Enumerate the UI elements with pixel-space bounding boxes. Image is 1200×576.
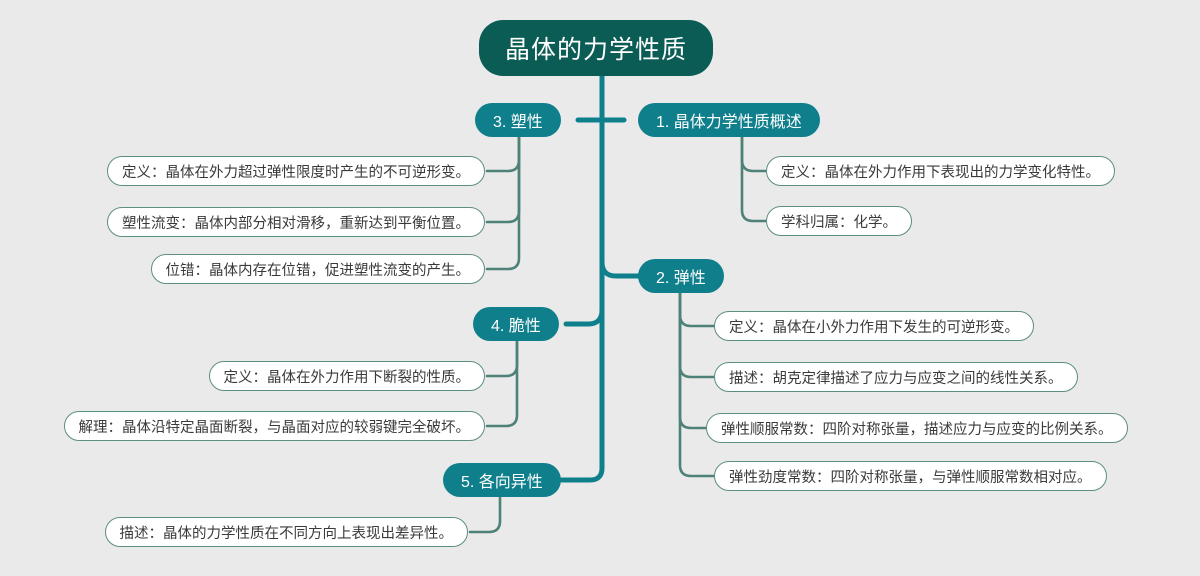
leaf-label: 位错：晶体内存在位错，促进塑性流变的产生。 (165, 262, 471, 279)
branch-node-anisotropy[interactable]: 5. 各向异性 (443, 463, 561, 497)
leaf-label: 定义：晶体在外力超过弹性限度时产生的不可逆形变。 (122, 164, 470, 181)
leaf-node-elasticity-2[interactable]: 描述：胡克定律描述了应力与应变之间的线性关系。 (714, 362, 1078, 392)
sub-elasticity-3 (678, 291, 708, 430)
sub-elasticity-2 (678, 291, 716, 379)
trunk-to-brittleness (563, 307, 605, 327)
sub-elasticity-1 (678, 291, 716, 328)
leaf-node-elasticity-1[interactable]: 定义：晶体在小外力作用下发生的可逆形变。 (714, 311, 1034, 341)
leaf-node-plasticity-1[interactable]: 定义：晶体在外力超过弹性限度时产生的不可逆形变。 (107, 156, 485, 186)
branch-label-anisotropy: 5. 各向异性 (461, 474, 543, 491)
leaf-label: 描述：晶体的力学性质在不同方向上表现出差异性。 (119, 525, 454, 542)
leaf-node-overview-2[interactable]: 学科归属：化学。 (766, 206, 912, 236)
leaf-label: 定义：晶体在小外力作用下发生的可逆形变。 (729, 319, 1019, 336)
leaf-label: 描述：胡克定律描述了应力与应变之间的线性关系。 (729, 370, 1063, 387)
leaf-label: 学科归属：化学。 (781, 214, 897, 231)
leaf-node-brittleness-1[interactable]: 定义：晶体在外力作用下断裂的性质。 (208, 361, 485, 391)
branch-node-elasticity[interactable]: 2. 弹性 (638, 259, 724, 293)
leaf-node-plasticity-2[interactable]: 塑性流变：晶体内部分相对滑移，重新达到平衡位置。 (107, 207, 485, 237)
sub-plasticity-1 (485, 135, 521, 173)
trunk-main (559, 73, 605, 483)
root-node[interactable]: 晶体的力学性质 (479, 20, 714, 76)
leaf-node-overview-1[interactable]: 定义：晶体在外力作用下表现出的力学变化特性。 (766, 156, 1115, 186)
sub-overview-1 (740, 135, 768, 173)
sub-anisotropy-1 (468, 495, 502, 534)
leaf-node-elasticity-4[interactable]: 弹性劲度常数：四阶对称张量，与弹性顺服常数相对应。 (714, 461, 1107, 491)
sub-overview-2 (740, 135, 768, 223)
branch-node-brittleness[interactable]: 4. 脆性 (473, 307, 559, 341)
sub-plasticity-2 (485, 135, 521, 224)
branch-label-elasticity: 2. 弹性 (656, 270, 706, 287)
leaf-label: 解理：晶体沿特定晶面断裂，与晶面对应的较弱键完全破坏。 (78, 419, 471, 436)
leaf-label: 弹性顺服常数：四阶对称张量，描述应力与应变的比例关系。 (721, 421, 1113, 438)
branch-node-plasticity[interactable]: 3. 塑性 (475, 103, 561, 137)
leaf-node-brittleness-2[interactable]: 解理：晶体沿特定晶面断裂，与晶面对应的较弱键完全破坏。 (63, 411, 485, 441)
root-title: 晶体的力学性质 (505, 36, 688, 64)
sub-elasticity-4 (678, 291, 716, 478)
sub-brittleness-2 (485, 339, 519, 428)
leaf-label: 定义：晶体在外力作用下表现出的力学变化特性。 (781, 164, 1100, 181)
sub-plasticity-3 (485, 135, 521, 271)
leaf-label: 定义：晶体在外力作用下断裂的性质。 (223, 369, 471, 386)
branch-label-plasticity: 3. 塑性 (493, 114, 543, 131)
leaf-node-anisotropy-1[interactable]: 描述：晶体的力学性质在不同方向上表现出差异性。 (104, 517, 468, 547)
sub-brittleness-1 (485, 339, 519, 378)
branch-label-overview: 1. 晶体力学性质概述 (656, 114, 802, 131)
leaf-label: 塑性流变：晶体内部分相对滑移，重新达到平衡位置。 (122, 215, 470, 232)
branch-node-overview[interactable]: 1. 晶体力学性质概述 (638, 103, 820, 137)
leaf-label: 弹性劲度常数：四阶对称张量，与弹性顺服常数相对应。 (729, 469, 1092, 486)
leaf-node-elasticity-3[interactable]: 弹性顺服常数：四阶对称张量，描述应力与应变的比例关系。 (706, 413, 1128, 443)
leaf-node-plasticity-3[interactable]: 位错：晶体内存在位错，促进塑性流变的产生。 (150, 254, 485, 284)
trunk-to-elasticity (599, 259, 641, 279)
branch-label-brittleness: 4. 脆性 (491, 318, 541, 335)
